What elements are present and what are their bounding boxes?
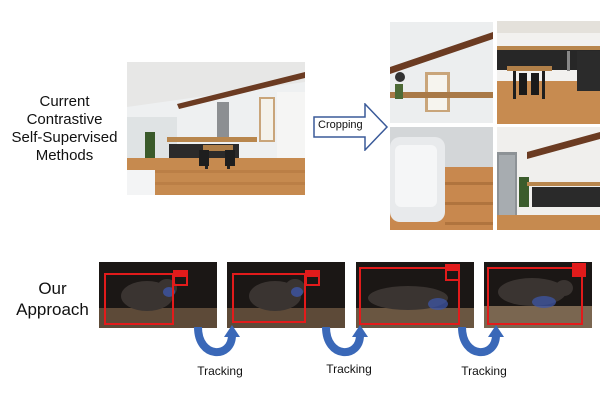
cat-frame-3: [356, 262, 474, 328]
label-line-1: Current: [39, 93, 90, 110]
curved-arrow-icon: [194, 325, 240, 356]
tracking-label-1: Tracking: [197, 364, 243, 378]
our-approach-label: Our Approach: [5, 278, 100, 320]
label-line-3: Self-Supervised: [11, 129, 118, 146]
cat-frame-4: [484, 262, 592, 328]
label-line-2: Approach: [16, 300, 89, 319]
crop-3: [390, 127, 493, 230]
tracking-label-3: Tracking: [461, 364, 507, 378]
cropping-label: Cropping: [318, 119, 363, 131]
crop-1: [390, 22, 493, 123]
crop-4: [497, 127, 600, 230]
crop-2: [497, 21, 600, 124]
cat-frame-1: [99, 262, 217, 328]
kitchen-photo-full: [127, 62, 305, 195]
curved-arrow-icon: [322, 325, 368, 356]
curved-arrow-icon: [458, 325, 504, 356]
label-line-4: Methods: [35, 147, 94, 164]
tracking-label-2: Tracking: [326, 362, 372, 376]
cropping-arrow: [313, 103, 389, 151]
label-line-2: Contrastive: [26, 111, 103, 128]
label-line-1: Our: [38, 279, 67, 298]
current-methods-label: Current Contrastive Self-Supervised Meth…: [2, 93, 127, 165]
cat-frame-2: [227, 262, 345, 328]
